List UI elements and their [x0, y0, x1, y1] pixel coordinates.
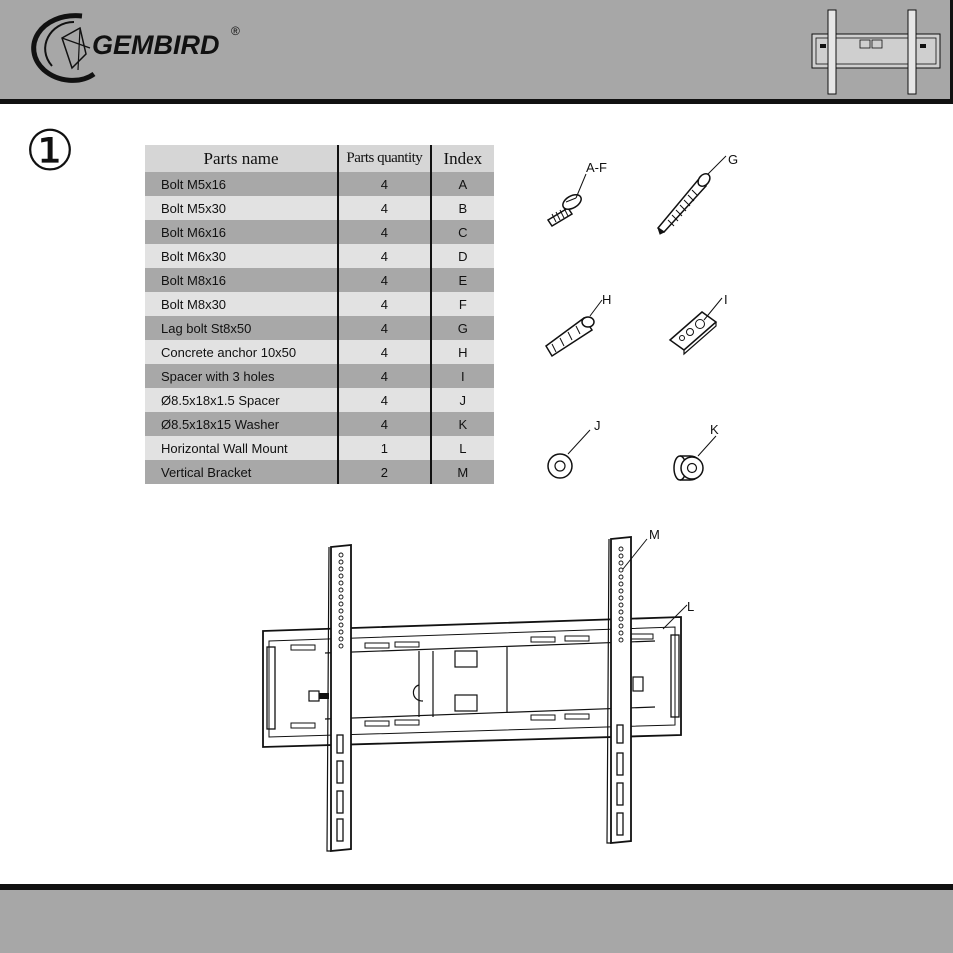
- header-band: GEMBIRD ®: [0, 0, 953, 104]
- footer-rule: [0, 884, 953, 890]
- lag-bolt-illustration: G: [656, 152, 738, 235]
- part-index: A: [430, 172, 494, 196]
- part-index: I: [430, 364, 494, 388]
- part-name: Horizontal Wall Mount: [145, 436, 339, 460]
- callout-k: K: [710, 422, 719, 437]
- part-qty: 4: [337, 412, 432, 436]
- callout-a-f: A-F: [586, 160, 607, 175]
- parts-illustrations: A-F G H I J K: [545, 152, 738, 481]
- spacer-3holes-illustration: I: [668, 292, 728, 356]
- part-qty: 4: [337, 268, 432, 292]
- part-qty: 1: [337, 436, 432, 460]
- part-index: K: [430, 412, 494, 436]
- product-thumbnail: [811, 9, 941, 95]
- part-qty: 4: [337, 196, 432, 220]
- callout-l: L: [687, 599, 694, 614]
- part-qty: 4: [337, 244, 432, 268]
- horizontal-wall-mount: [262, 616, 682, 748]
- part-qty: 4: [337, 364, 432, 388]
- bolt-illustration: A-F: [546, 160, 607, 228]
- callout-m: M: [649, 527, 660, 542]
- part-name: Bolt M6x16: [145, 220, 339, 244]
- part-index: H: [430, 340, 494, 364]
- vertical-bracket-right: [606, 536, 644, 844]
- part-name: Bolt M5x30: [145, 196, 339, 220]
- part-name: Concrete anchor 10x50: [145, 340, 339, 364]
- vertical-bracket-left: [308, 544, 352, 852]
- part-index: D: [430, 244, 494, 268]
- callout-h: H: [602, 292, 611, 307]
- part-index: G: [430, 316, 494, 340]
- parts-table: Parts name Parts quantity Index Bolt M5x…: [145, 145, 494, 484]
- part-name: Ø8.5x18x15 Washer: [145, 412, 339, 436]
- part-qty: 4: [337, 292, 432, 316]
- part-qty: 2: [337, 460, 432, 484]
- brand-name: GEMBIRD: [92, 30, 220, 60]
- step-number: ①1: [18, 120, 82, 184]
- part-index: F: [430, 292, 494, 316]
- part-index: J: [430, 388, 494, 412]
- part-index: L: [430, 436, 494, 460]
- anchor-illustration: H: [545, 292, 611, 358]
- header-parts-quantity: Parts quantity: [337, 145, 432, 172]
- part-qty: 4: [337, 220, 432, 244]
- registered-mark: ®: [231, 24, 240, 38]
- gembird-logo-swoosh: [31, 13, 96, 83]
- part-name: Spacer with 3 holes: [145, 364, 339, 388]
- assembly-drawing: M L: [262, 527, 694, 852]
- part-name: Lag bolt St8x50: [145, 316, 339, 340]
- footer-band: [0, 890, 953, 953]
- part-name: Bolt M8x30: [145, 292, 339, 316]
- callout-i: I: [724, 292, 728, 307]
- part-qty: 4: [337, 172, 432, 196]
- callout-j: J: [594, 418, 601, 433]
- header-parts-name: Parts name: [145, 145, 339, 172]
- part-name: Bolt M8x16: [145, 268, 339, 292]
- part-qty: 4: [337, 316, 432, 340]
- step-number-digit: ①: [24, 121, 76, 183]
- header-right-rule: [950, 0, 953, 104]
- part-index: E: [430, 268, 494, 292]
- header-index: Index: [430, 145, 494, 172]
- part-index: C: [430, 220, 494, 244]
- callout-g: G: [728, 152, 738, 167]
- part-name: Ø8.5x18x1.5 Spacer: [145, 388, 339, 412]
- part-qty: 4: [337, 388, 432, 412]
- part-name: Bolt M5x16: [145, 172, 339, 196]
- part-index: B: [430, 196, 494, 220]
- part-index: M: [430, 460, 494, 484]
- spacer-illustration: J: [547, 418, 601, 479]
- washer-illustration: K: [673, 422, 719, 481]
- table-header-row: Parts name Parts quantity Index: [145, 145, 494, 172]
- part-name: Bolt M6x30: [145, 244, 339, 268]
- part-qty: 4: [337, 340, 432, 364]
- part-name: Vertical Bracket: [145, 460, 339, 484]
